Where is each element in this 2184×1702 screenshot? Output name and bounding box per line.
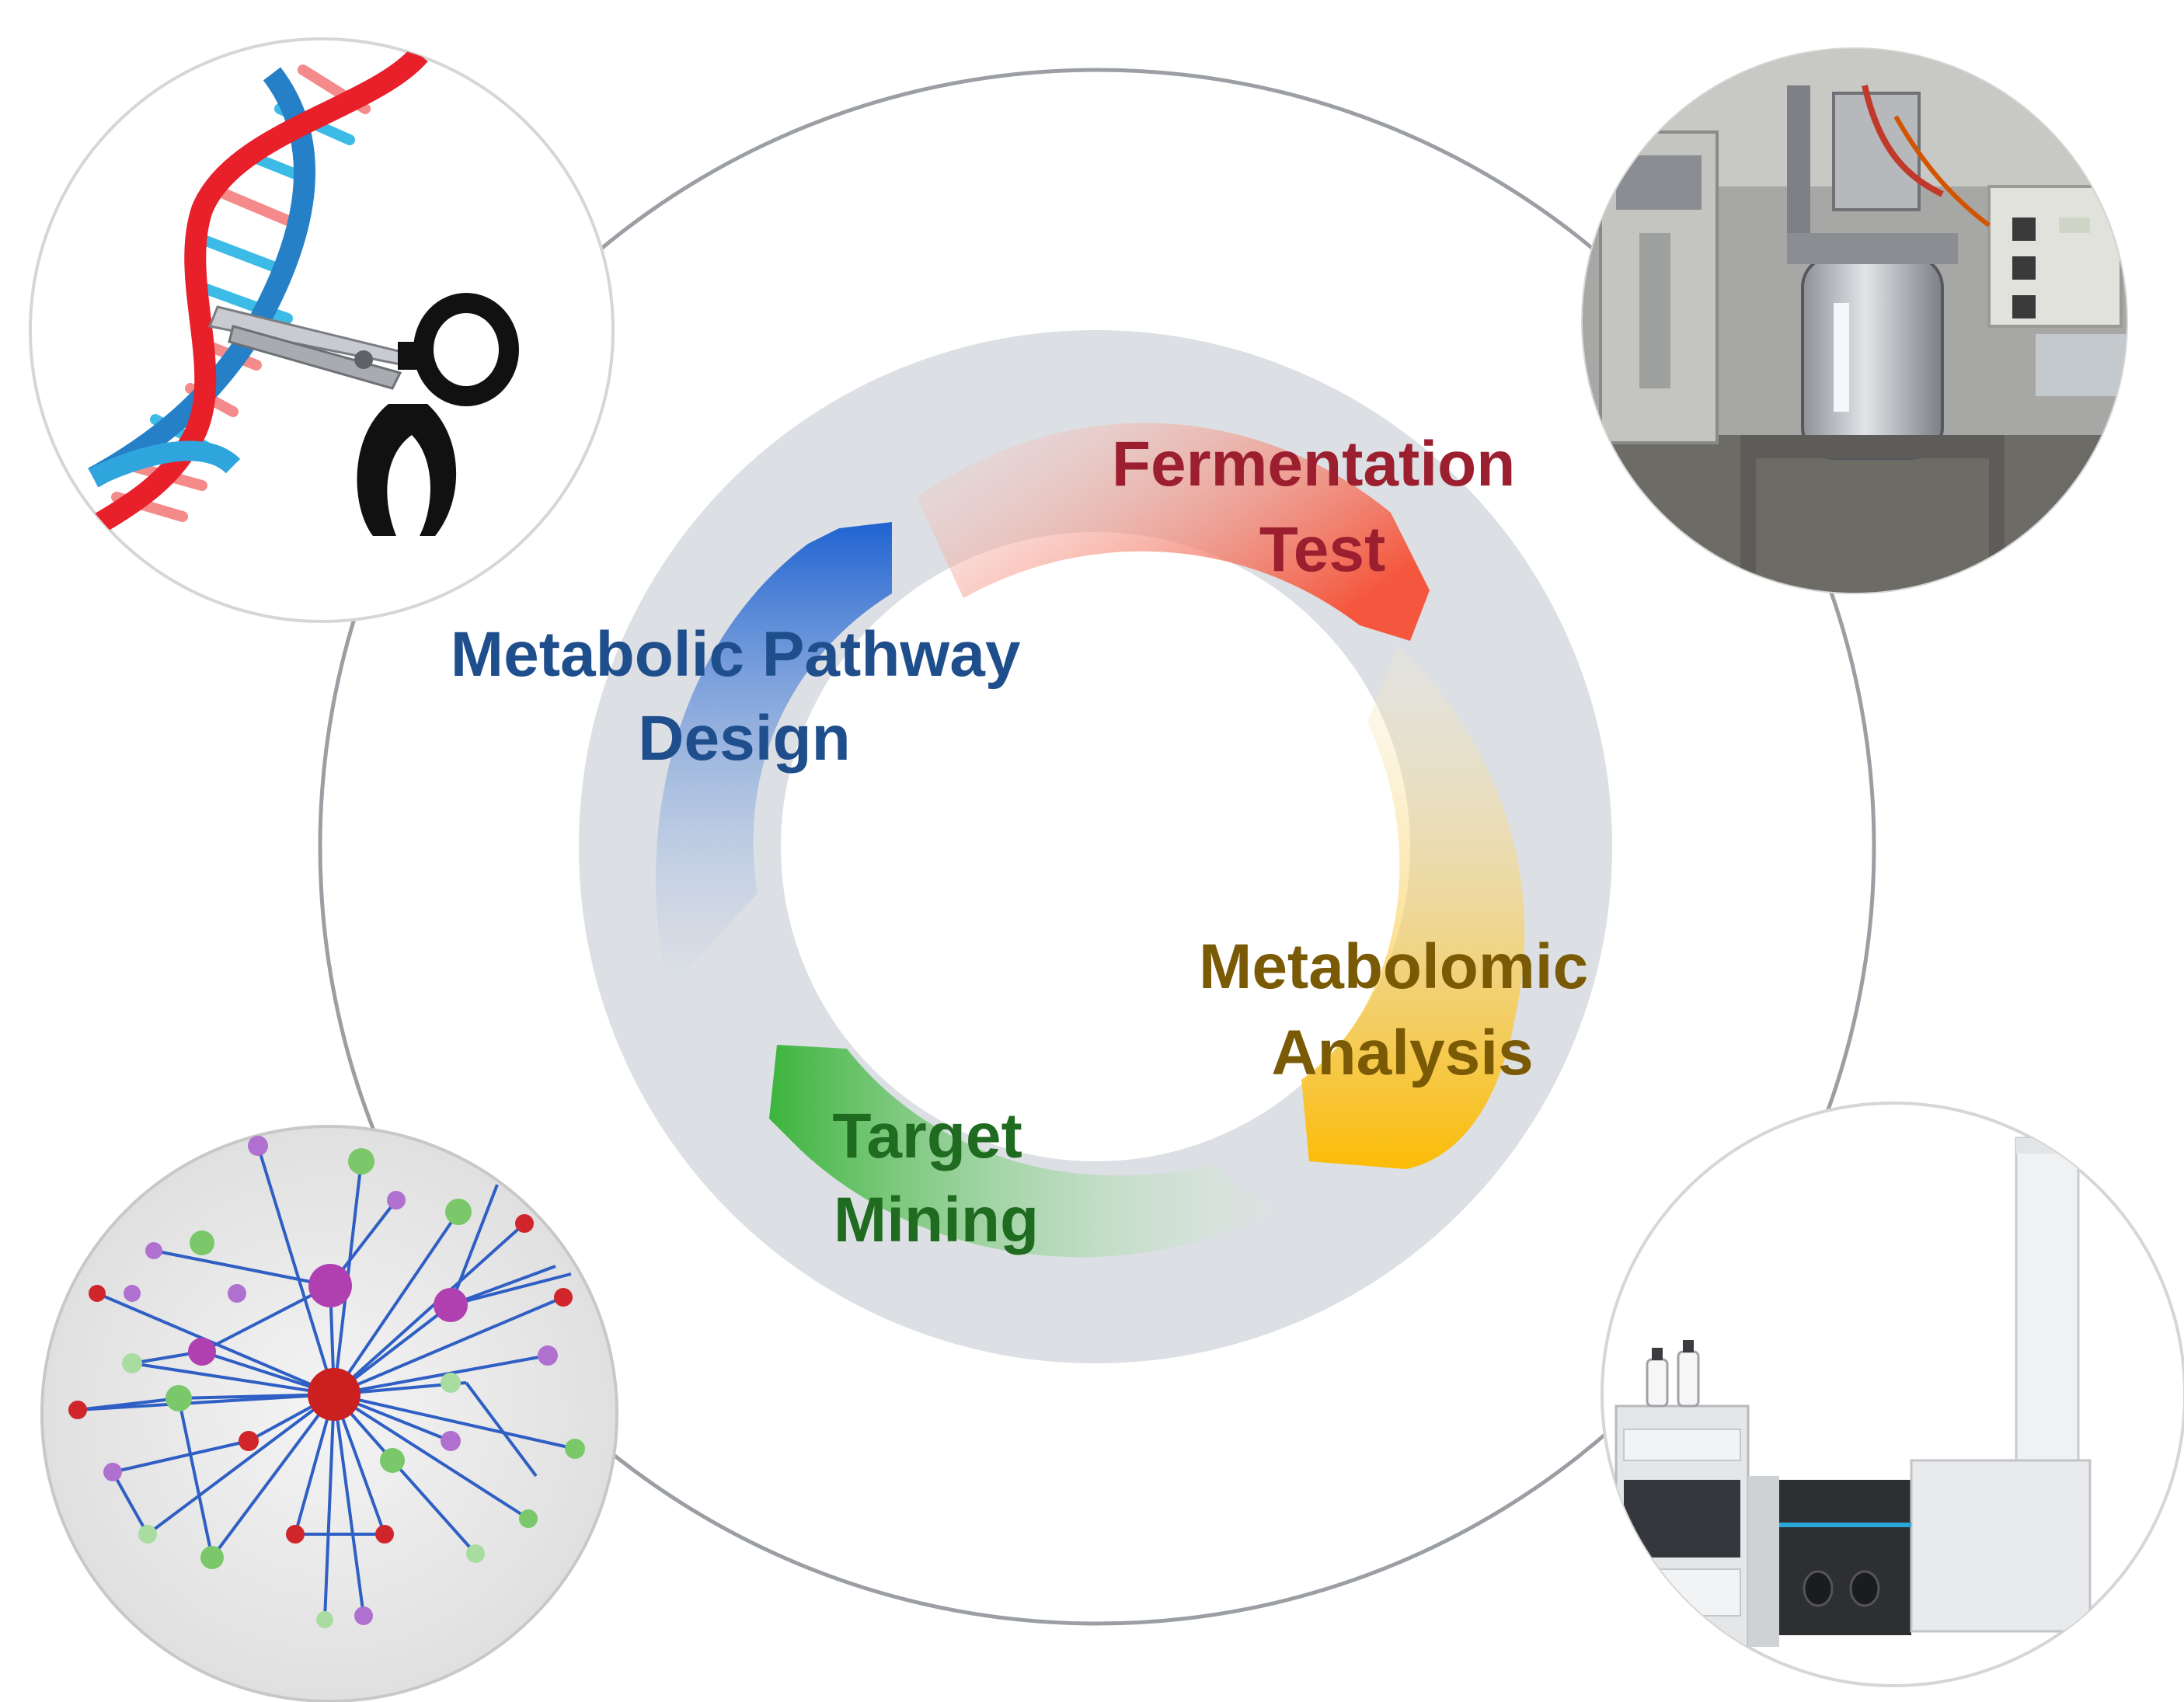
- design-label-line1: Metabolic Pathway: [451, 619, 1021, 690]
- lc-ms-illustration: [1601, 1102, 2184, 1687]
- network-illustration: [40, 1125, 618, 1702]
- stage-labels: Metabolic Pathway Design Fermentation Te…: [451, 429, 1606, 1255]
- network-graph-icon: [68, 1136, 585, 1628]
- bioreactor-icon: [1583, 49, 2127, 593]
- target-label-line1: Target: [832, 1101, 1022, 1171]
- fermentation-label-line2: Test: [1259, 514, 1386, 585]
- metabolomic-label-line1: Metabolomic: [1199, 931, 1588, 1002]
- design-label: Metabolic Pathway Design: [451, 619, 1038, 774]
- bioreactor-illustration: [1581, 47, 2128, 594]
- metabolomic-arrow: [1301, 645, 1525, 1169]
- fermentation-label: Fermentation Test: [1112, 429, 1533, 585]
- fermentation-arrow: [917, 423, 1430, 641]
- design-arrow: [656, 522, 892, 990]
- dna-scissors-icon: [72, 47, 519, 546]
- target-arrow: [769, 1045, 1274, 1258]
- metabolomic-label: Metabolomic Analysis: [1199, 931, 1606, 1088]
- metabolomic-label-line2: Analysis: [1271, 1018, 1533, 1088]
- dna-scissors-illustration: [29, 37, 615, 623]
- design-label-line2: Design: [638, 703, 850, 774]
- target-label: Target Mining: [832, 1101, 1040, 1255]
- target-label-line2: Mining: [834, 1185, 1039, 1255]
- outer-connector-circle: [318, 68, 1876, 1626]
- fermentation-label-line1: Fermentation: [1112, 429, 1515, 499]
- cycle-arrows: [656, 423, 1525, 1258]
